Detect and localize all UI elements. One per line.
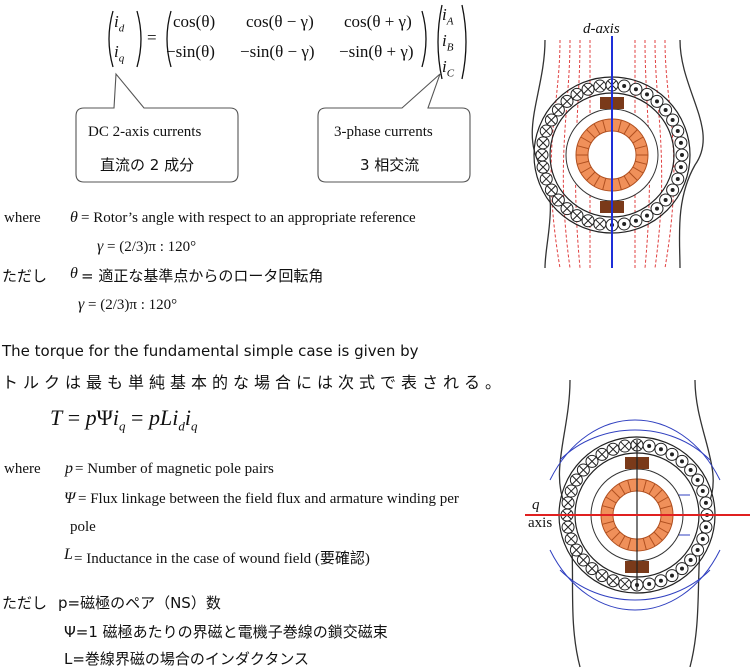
matrix-paren-open <box>166 10 172 68</box>
psi-definition: = Flux linkage between the field flux an… <box>78 491 459 507</box>
torque-formula: T = pΨiq = pLidiq <box>50 405 198 434</box>
d-axis-label: d-axis <box>583 21 620 37</box>
dc-callout-en: DC 2-axis currents <box>88 124 202 140</box>
iC-symbol: iC <box>442 57 455 80</box>
m23: −sin(θ + γ) <box>339 42 414 61</box>
q-axis-label-2: axis <box>528 515 553 531</box>
m21: −sin(θ) <box>166 42 215 61</box>
tadashi-label-2: ただし <box>2 594 48 612</box>
theta-symbol-jp: θ <box>70 265 78 282</box>
p-symbol: p <box>65 460 73 477</box>
dc-callout-bubble <box>75 72 239 183</box>
iq-symbol: iq <box>114 42 125 65</box>
motor-diagram-q-axis <box>525 379 750 668</box>
iB-symbol: iB <box>442 31 454 54</box>
theta-definition: = Rotor’s angle with respect to an appro… <box>81 210 416 226</box>
gamma-symbol-jp: γ <box>78 296 85 313</box>
L-symbol: L <box>64 546 73 563</box>
gamma-symbol: γ <box>97 238 104 255</box>
where-label-2: where <box>4 461 41 477</box>
left-paren <box>108 10 114 68</box>
equals-sign: = <box>147 28 157 47</box>
psi-definition-cont: pole <box>70 519 96 535</box>
right-vector-paren-close <box>461 4 467 80</box>
motor-diagram-d-axis <box>531 36 704 269</box>
right-vector-paren-open <box>437 4 443 80</box>
torque-intro-en: The torque for the fundamental simple ca… <box>2 342 419 360</box>
id-symbol: id <box>114 12 125 35</box>
m12: cos(θ − γ) <box>246 12 314 31</box>
psi-symbol: Ψ <box>64 490 76 507</box>
L-definition-jp: L=巻線界磁の場合のインダクタンス <box>64 650 310 668</box>
m13: cos(θ + γ) <box>344 12 412 31</box>
p-definition: = Number of magnetic pole pairs <box>75 461 274 477</box>
theta-symbol: θ <box>70 209 78 226</box>
ac-callout-jp: 3 相交流 <box>360 156 420 174</box>
dc-callout-jp: 直流の 2 成分 <box>100 156 195 174</box>
m22: −sin(θ − γ) <box>240 42 315 61</box>
psi-definition-jp: Ψ=1 磁極あたりの界磁と電機子巻線の鎖交磁束 <box>64 623 388 641</box>
ac-callout-en: 3-phase currents <box>334 124 433 140</box>
p-definition-jp: p=磁極のペア（NS）数 <box>58 594 221 612</box>
tadashi-label-1: ただし <box>2 267 48 285</box>
where-label-1: where <box>4 210 41 226</box>
theta-definition-jp: = 適正な基準点からのロータ回転角 <box>81 267 324 285</box>
iA-symbol: iA <box>442 5 454 28</box>
torque-intro-jp: トルクは最も単純基本的な場合には次式で表される。 <box>2 373 507 392</box>
L-definition: = Inductance in the case of wound field … <box>74 551 370 567</box>
m11: cos(θ) <box>173 12 216 31</box>
matrix-paren-close <box>421 10 427 68</box>
gamma-definition: = (2/3)π : 120° <box>107 239 197 255</box>
ac-callout-bubble <box>317 73 471 183</box>
gamma-definition-jp: = (2/3)π : 120° <box>88 297 178 313</box>
left-paren-close <box>136 10 142 68</box>
q-axis-label: q <box>532 497 540 513</box>
